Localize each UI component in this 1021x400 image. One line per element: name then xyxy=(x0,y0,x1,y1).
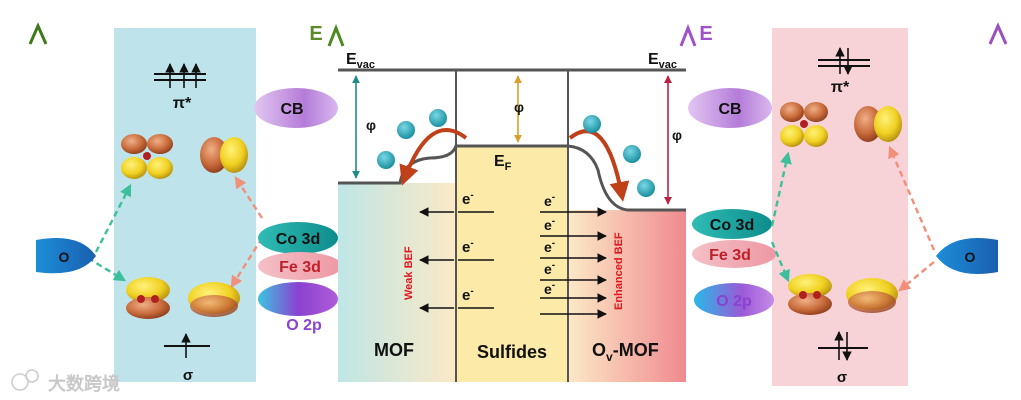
weak-bef-electron-labels: e- e- e- xyxy=(462,190,474,304)
right-pi-star-label: π* xyxy=(831,79,850,96)
svg-text:e-: e- xyxy=(544,280,555,297)
right-dashed-arrow-to-sigma xyxy=(770,241,790,283)
right-oxygen-blob xyxy=(936,238,998,274)
ovmof-region xyxy=(568,210,686,382)
phi-label-sulfides: φ xyxy=(514,99,524,115)
svg-text:e-: e- xyxy=(462,286,474,304)
right-co3d-label: Co 3d xyxy=(710,217,754,234)
left-sigma-level xyxy=(164,333,210,358)
ovmof-label: Ov-MOF xyxy=(592,340,659,364)
enhanced-bef-arrows xyxy=(540,207,607,319)
right-fe3d-label: Fe 3d xyxy=(709,247,751,264)
right-sigma-orbital-icon-2 xyxy=(846,278,898,313)
right-dashed-arrow-from-o-down xyxy=(898,261,935,292)
watermark-text: 大数跨境 xyxy=(48,373,120,394)
electron-transfer-arrow-right xyxy=(568,129,630,202)
right-cb-band xyxy=(688,88,772,128)
phi-label-ovmof: φ xyxy=(672,127,682,143)
mof-region xyxy=(338,183,456,382)
evac-label-right: Evac xyxy=(648,51,677,71)
floating-electrons-left xyxy=(377,109,447,169)
weak-bef-arrows xyxy=(419,207,494,313)
right-pi-star-level xyxy=(818,47,870,75)
enhanced-bef-label: Enhanced BEF xyxy=(613,232,625,310)
right-oxygen-label: O xyxy=(965,249,976,265)
right-sigma-level xyxy=(818,331,868,361)
left-energy-axis-arrowhead xyxy=(28,22,48,45)
left-cb-band xyxy=(254,88,338,128)
right-o2p-label: O 2p xyxy=(716,293,752,310)
ovmof-band-edge xyxy=(567,144,686,212)
right-fe3d-band xyxy=(692,240,776,268)
right-dashed-arrow-from-o-up xyxy=(888,145,936,251)
enhanced-bef-electron-labels: e- e- e- e- e- xyxy=(544,192,555,297)
svg-text:e-: e- xyxy=(544,260,555,277)
phi-label-mof: φ xyxy=(366,117,376,133)
center-right-axis-label: E xyxy=(699,23,712,45)
svg-text:e-: e- xyxy=(544,238,555,255)
sulfides-region xyxy=(456,146,568,382)
svg-text:e-: e- xyxy=(462,238,474,256)
right-sigma-label: σ xyxy=(837,369,847,386)
center-left-axis-label: E xyxy=(309,23,322,45)
right-dashed-arrow-to-d xyxy=(770,151,792,227)
svg-text:e-: e- xyxy=(544,216,555,233)
left-oxygen-label: O xyxy=(59,249,70,265)
fermi-level-label: EF xyxy=(494,153,512,173)
right-molecular-orbital-panel xyxy=(772,28,908,386)
right-d-orbital-icon xyxy=(780,102,828,147)
sulfides-label: Sulfides xyxy=(477,342,547,362)
left-sigma-orbital-icon-2 xyxy=(188,282,240,317)
watermark-logo xyxy=(11,369,39,391)
mof-label: MOF xyxy=(374,340,414,360)
left-molecular-orbital-panel xyxy=(114,28,256,382)
left-d-orbital-icon xyxy=(121,134,173,179)
center-left-axis-arrowhead xyxy=(327,23,345,47)
left-p-orbital-icon xyxy=(200,137,248,173)
left-dashed-arrow-from-p xyxy=(234,175,264,219)
left-sigma-label: σ xyxy=(183,367,193,384)
left-pi-star-label: π* xyxy=(173,95,192,112)
left-sigma-orbital-icon-1 xyxy=(126,277,170,319)
svg-text:e-: e- xyxy=(462,190,474,208)
right-sigma-orbital-icon-1 xyxy=(788,274,832,315)
left-pi-star-level xyxy=(154,63,206,88)
evac-label-left: Evac xyxy=(346,51,375,71)
left-co3d-label: Co 3d xyxy=(276,231,320,248)
left-o2p-label: O 2p xyxy=(286,317,322,334)
left-co3d-band xyxy=(258,222,338,254)
weak-bef-label: Weak BEF xyxy=(403,246,415,300)
left-oxygen-blob xyxy=(36,238,96,274)
svg-text:e-: e- xyxy=(544,192,555,209)
left-fe3d-label: Fe 3d xyxy=(279,259,321,276)
left-dashed-arrow-to-sigma xyxy=(87,256,127,282)
left-fe3d-band xyxy=(258,252,342,280)
right-energy-axis-arrowhead xyxy=(988,22,1008,45)
right-cb-label: CB xyxy=(718,101,741,118)
left-o2p-band xyxy=(258,282,338,316)
left-cb-label: CB xyxy=(280,101,303,118)
center-right-axis-arrowhead xyxy=(679,23,697,47)
electron-transfer-arrow-left xyxy=(399,128,468,186)
left-dashed-arrow-to-d xyxy=(94,183,132,253)
floating-electrons-right xyxy=(583,115,655,197)
right-co3d-band xyxy=(692,209,772,239)
right-o2p-band xyxy=(694,283,774,317)
right-p-orbital-icon xyxy=(854,106,902,142)
